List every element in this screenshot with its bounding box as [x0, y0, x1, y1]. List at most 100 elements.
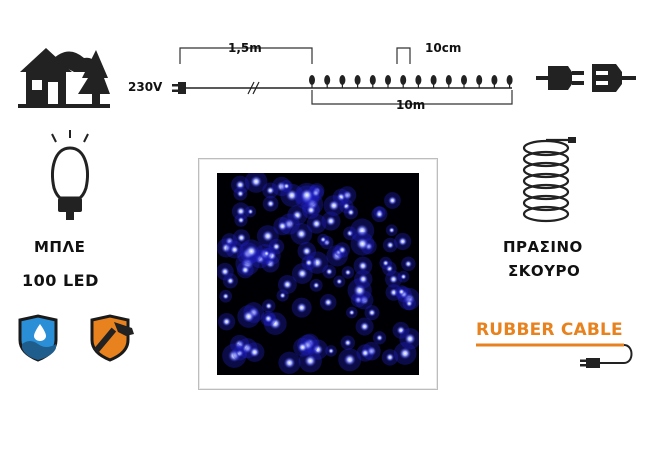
led-light: [375, 209, 384, 219]
led-light: [264, 314, 273, 323]
led-light: [359, 321, 370, 332]
rubber-cable-icon: [476, 343, 633, 368]
led-light: [400, 273, 407, 280]
led-light: [325, 268, 333, 276]
diagram-bulb: [385, 75, 391, 85]
voltage-label: 230V: [128, 80, 163, 94]
led-light: [235, 349, 244, 358]
led-light: [236, 206, 246, 217]
product-photo-frame: [198, 158, 438, 390]
led-light: [247, 208, 254, 215]
led-light: [266, 186, 275, 195]
led-light: [304, 354, 317, 367]
led-light: [389, 288, 399, 297]
led-light: [295, 228, 308, 240]
diagram-bulb: [369, 75, 376, 85]
led-light: [336, 278, 343, 285]
waterproof-shield-icon: [18, 314, 58, 362]
led-light: [220, 267, 230, 277]
led-light: [221, 242, 232, 253]
led-light: [385, 264, 394, 273]
coiled-cable-icon: [522, 137, 576, 223]
led-light: [388, 196, 397, 205]
led-light: [344, 338, 352, 347]
led-light: [368, 308, 376, 317]
led-light: [236, 233, 246, 243]
led-bulb-icon: [51, 130, 89, 220]
led-light: [235, 180, 246, 190]
led-light: [325, 216, 336, 227]
led-light: [296, 268, 308, 280]
diagram-bulb: [400, 75, 407, 85]
led-light: [382, 259, 389, 267]
led-light: [327, 347, 335, 355]
diagram-bulb: [415, 75, 422, 85]
led-light: [385, 352, 395, 362]
led-light: [245, 245, 258, 258]
lead-length-label: 1,5m: [228, 41, 262, 55]
led-light: [272, 242, 281, 251]
led-light: [358, 274, 369, 284]
led-light: [311, 188, 321, 198]
led-light: [347, 208, 355, 217]
led-light: [250, 175, 263, 188]
outdoor-house-icon: [18, 48, 110, 108]
led-light: [405, 300, 413, 308]
total-length-label: 10m: [396, 98, 426, 112]
led-light: [386, 241, 395, 249]
led-light: [376, 334, 384, 342]
plug-connector-icon: [536, 64, 636, 92]
led-light: [389, 274, 399, 284]
diagram-bulb: [309, 75, 315, 85]
hammer-shield-icon: [90, 314, 134, 362]
led-light: [222, 292, 230, 300]
led-light: [399, 347, 412, 360]
led-light: [397, 288, 405, 296]
led-light: [249, 347, 260, 358]
led-light: [396, 325, 406, 335]
led-light: [226, 276, 235, 285]
cable-color-line2: ΣΚΟΥΡΟ: [508, 262, 581, 280]
led-light: [346, 229, 354, 237]
led-light: [282, 279, 293, 290]
diagram-bulb: [476, 75, 483, 85]
cable-color-line1: ΠΡΑΣΙΝΟ: [503, 238, 583, 256]
led-light: [320, 236, 327, 243]
led-light: [242, 310, 255, 323]
led-light: [306, 205, 316, 215]
led-light: [283, 356, 296, 369]
led-light: [283, 182, 290, 190]
diagram-bulb: [354, 75, 361, 85]
color-label: ΜΠΛΕ: [34, 238, 86, 256]
led-light: [285, 189, 298, 202]
led-light: [323, 297, 333, 307]
led-light: [263, 250, 270, 257]
led-light: [300, 188, 314, 202]
led-light: [398, 236, 408, 246]
led-light: [240, 265, 250, 275]
diagram-bulb: [445, 75, 452, 85]
led-light: [336, 192, 346, 202]
led-light: [338, 245, 347, 254]
led-light: [360, 348, 370, 358]
led-light: [388, 227, 395, 234]
diagram-bulb: [430, 75, 437, 85]
led-light: [342, 202, 351, 211]
led-count-label: 100 LED: [22, 271, 99, 290]
diagram-bulb: [324, 75, 331, 85]
led-light: [229, 245, 240, 255]
led-light: [292, 209, 303, 221]
led-light: [354, 295, 363, 304]
led-light: [328, 200, 340, 212]
led-light: [277, 221, 288, 231]
led-light: [221, 317, 232, 327]
led-light: [304, 258, 313, 267]
led-light: [348, 309, 355, 316]
led-light: [353, 284, 367, 297]
led-light: [269, 317, 282, 330]
led-light: [357, 260, 368, 271]
string-dimension-diagram: [172, 47, 513, 105]
led-light: [234, 339, 245, 350]
diagram-bulb: [491, 75, 498, 85]
led-light: [265, 302, 273, 310]
